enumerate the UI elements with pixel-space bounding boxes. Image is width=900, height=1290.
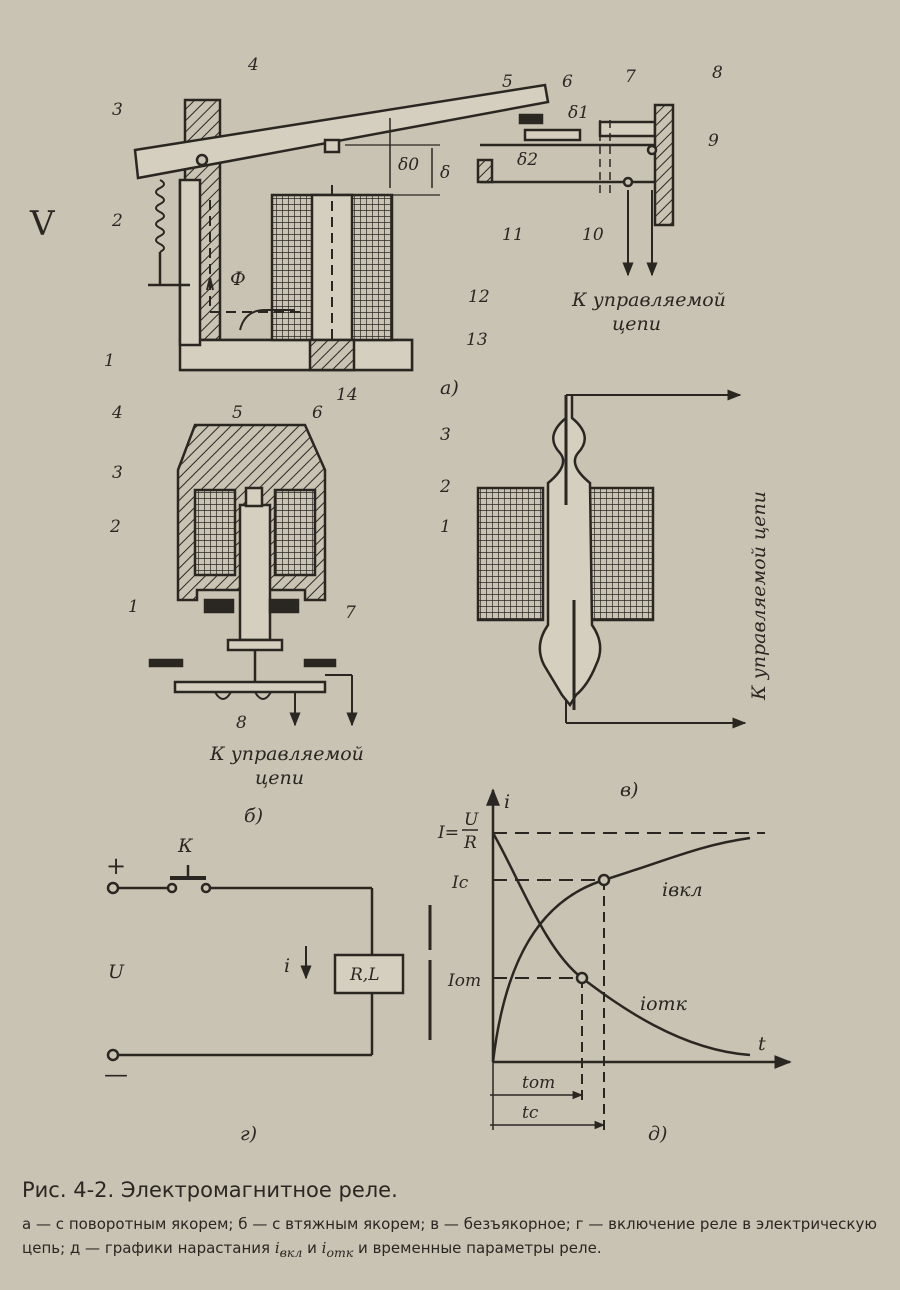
svg-text:цепи: цепи [612, 313, 661, 335]
armature-lever [133, 83, 550, 180]
svg-text:3: 3 [112, 463, 123, 483]
plunger [238, 503, 272, 642]
svg-text:в): в) [620, 779, 638, 801]
svg-text:2: 2 [439, 477, 451, 497]
svg-text:К управляемой: К управляемой [209, 743, 364, 765]
svg-text:6: 6 [562, 72, 573, 92]
svg-text:+: + [106, 852, 126, 880]
svg-text:iотк: iотк [640, 993, 688, 1015]
spring [155, 179, 165, 253]
panel-v [476, 389, 747, 729]
caption-i-on: iвкл [274, 1239, 303, 1260]
reed-capsule [538, 395, 602, 708]
caption-body: а — с поворотным якорем; б — с втяжным я… [22, 1212, 877, 1265]
svg-text:г): г) [240, 1123, 257, 1145]
svg-text:U: U [464, 810, 479, 830]
svg-text:tот: tот [522, 1073, 555, 1093]
svg-text:7: 7 [345, 603, 356, 623]
svg-text:—: — [104, 1060, 128, 1088]
caption-v: в — безъякорное; [430, 1215, 576, 1233]
panel-d [486, 788, 792, 1130]
svg-text:1: 1 [104, 351, 115, 371]
svg-text:б): б) [244, 805, 263, 827]
margin-mark: V [29, 204, 56, 244]
svg-text:цепи: цепи [255, 767, 304, 789]
svg-text:2: 2 [109, 517, 121, 537]
svg-text:7: 7 [625, 67, 636, 87]
svg-text:К управляемой: К управляемой [571, 289, 726, 311]
caption-d: д — графики нарастания [69, 1239, 275, 1257]
svg-text:9: 9 [708, 131, 719, 151]
svg-text:iвкл: iвкл [662, 879, 703, 901]
svg-text:3: 3 [440, 425, 451, 445]
coil-left [476, 486, 545, 622]
svg-text:10: 10 [582, 225, 604, 245]
svg-text:tc: tc [522, 1103, 539, 1123]
svg-text:R,L: R,L [349, 965, 380, 985]
panel-v-labels: 1 2 3 К управляемой цепи в) [439, 425, 770, 801]
svg-text:R: R [463, 833, 477, 853]
svg-text:1: 1 [440, 517, 451, 537]
svg-text:8: 8 [236, 713, 247, 733]
svg-text:К управляемой цепи: К управляемой цепи [748, 491, 770, 701]
svg-text:д): д) [648, 1123, 667, 1145]
panel-b [148, 423, 358, 727]
svg-text:U: U [108, 961, 125, 983]
svg-text:4: 4 [111, 403, 123, 423]
svg-text:δ0: δ0 [398, 155, 419, 175]
svg-text:6: 6 [312, 403, 323, 423]
svg-text:5: 5 [502, 72, 513, 92]
curve-i-off [491, 832, 751, 1057]
svg-text:δ1: δ1 [568, 103, 589, 123]
svg-text:I=: I= [437, 823, 459, 843]
caption-end: и временные параметры реле. [353, 1239, 602, 1257]
svg-text:t: t [758, 1033, 766, 1055]
panel-a-labels: 1 2 3 4 5 6 7 8 9 10 11 12 13 14 Ф δ0 δ … [104, 55, 726, 405]
svg-text:1: 1 [128, 597, 139, 617]
svg-text:5: 5 [232, 403, 243, 423]
svg-text:3: 3 [112, 100, 123, 120]
curve-i-on [491, 836, 751, 1063]
svg-text:Ф: Ф [230, 268, 246, 290]
coil-right [586, 486, 655, 622]
svg-text:δ: δ [440, 163, 450, 183]
caption-a: а — с поворотным якорем; [22, 1215, 239, 1233]
svg-text:Ic: Ic [451, 873, 469, 893]
svg-text:а): а) [440, 377, 459, 399]
panel-b-labels: 1 2 3 4 5 6 7 8 К управляемой цепи б) [109, 403, 364, 827]
panel-d-labels: i t I= U R Ic Iот iвкл iотк tот tc д) [437, 791, 766, 1145]
caption-title: Рис. 4-2. Электромагнитное реле. [22, 1178, 398, 1202]
relay-coil [333, 953, 405, 995]
svg-text:2: 2 [111, 211, 123, 231]
panel-g [106, 865, 432, 1062]
caption-i-off: iотк [321, 1239, 354, 1260]
caption-and: и [302, 1239, 322, 1257]
svg-text:Iот: Iот [447, 971, 481, 991]
svg-text:δ2: δ2 [517, 150, 538, 170]
svg-text:14: 14 [336, 385, 358, 405]
caption-g: г — включение реле в электрическую цепь; [22, 1215, 877, 1257]
svg-text:13: 13 [466, 330, 488, 350]
svg-text:11: 11 [502, 225, 524, 245]
caption-b: б — с втяжным якорем; [238, 1215, 431, 1233]
svg-text:i: i [284, 955, 290, 977]
svg-text:i: i [504, 791, 510, 813]
svg-text:12: 12 [468, 287, 490, 307]
svg-text:К: К [177, 835, 194, 857]
panel-a [133, 83, 675, 372]
panel-g-labels: + — К U i R,L г) [104, 835, 380, 1145]
svg-text:4: 4 [247, 55, 259, 75]
svg-text:8: 8 [712, 63, 723, 83]
